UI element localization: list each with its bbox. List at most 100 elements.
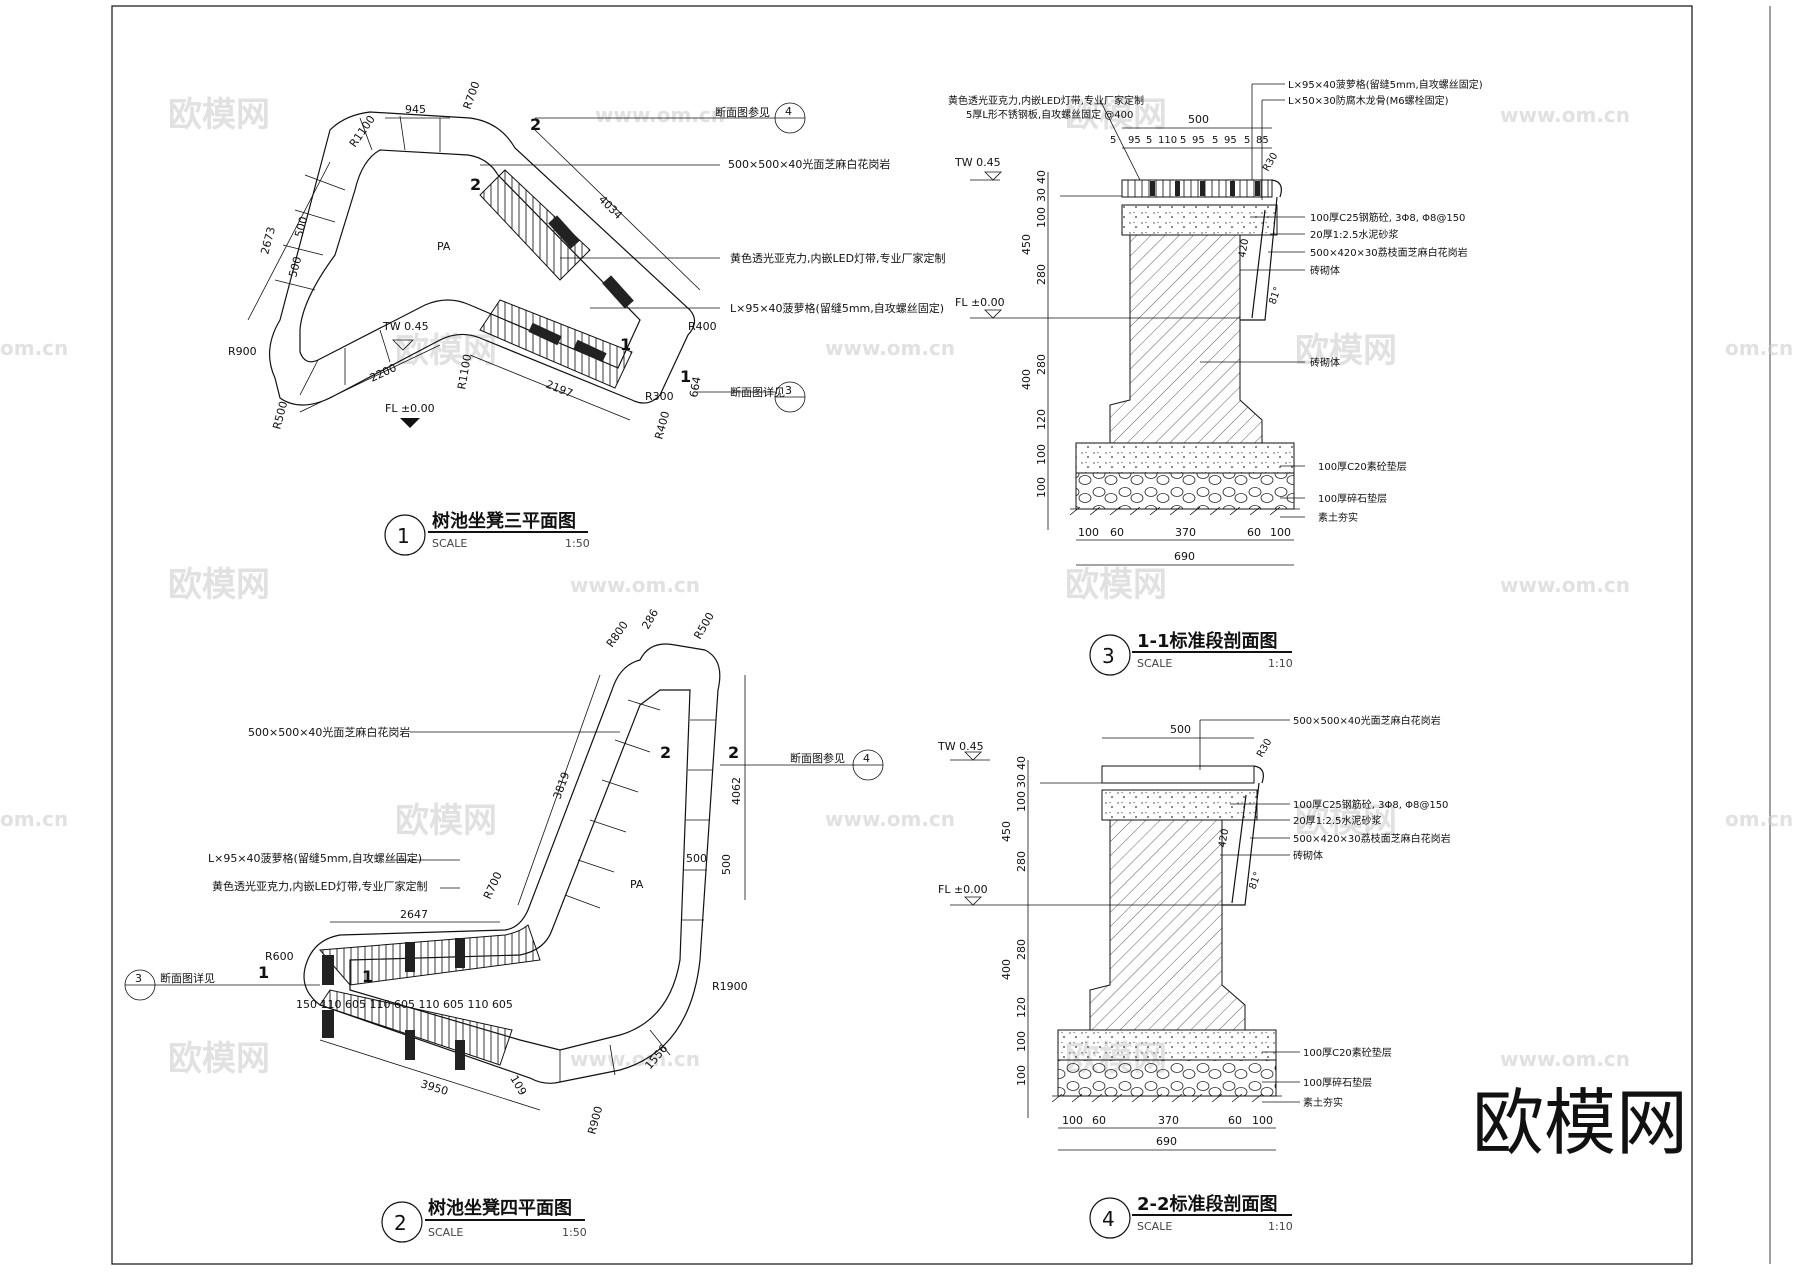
drawing-label: R700: [481, 870, 505, 901]
drawing-label: 81°: [1267, 286, 1283, 306]
drawing-label: R30: [1255, 737, 1274, 760]
drawing-label: R900: [228, 345, 257, 358]
drawing-label: 95: [1128, 135, 1141, 146]
drawing-label: 40: [1015, 756, 1028, 770]
drawing-label: R800: [604, 619, 631, 650]
drawing-label: R600: [265, 950, 294, 963]
plan1-led-strips: [528, 215, 634, 363]
drawing-label: 1: [680, 367, 691, 386]
s2-title-block: 4 2-2标准段剖面图 SCALE 1:10: [1089, 1193, 1293, 1239]
watermark-url: www.om.cn: [825, 807, 955, 831]
plan2-stone-joints: [559, 699, 716, 1082]
drawing-label: 100厚C20素砼垫层: [1303, 1046, 1392, 1059]
drawing-label: R1900: [712, 980, 748, 993]
drawing-label: 2: [660, 743, 671, 762]
drawing-label: 20厚1:2.5水泥砂浆: [1293, 814, 1381, 827]
drawing-label: 2647: [400, 908, 428, 921]
plan1-stone-joints: [274, 115, 441, 396]
s2-concrete-pad: [1057, 1029, 1277, 1061]
drawing-label: 100: [1015, 1065, 1028, 1086]
s2-title: 2-2标准段剖面图: [1137, 1193, 1278, 1215]
drawing-label: 100: [1015, 1031, 1028, 1052]
drawing-label: 100: [1035, 477, 1048, 498]
drawing-label: R900: [585, 1105, 605, 1136]
drawing-label: 500×500×40光面芝麻白花岗岩: [728, 157, 890, 171]
drawing-label: 500×500×40光面芝麻白花岗岩: [248, 725, 410, 739]
drawing-label: R30: [1261, 151, 1280, 174]
plan2-number: 2: [394, 1211, 407, 1235]
plan1-number: 1: [397, 524, 410, 548]
drawing-label: 30: [1035, 188, 1048, 202]
drawing-label: 3: [1102, 644, 1115, 668]
s2-tw-level: TW 0.45: [937, 740, 984, 753]
drawing-label: 100: [1252, 1114, 1273, 1127]
drawing-label: 280: [1015, 851, 1028, 872]
watermark-url: om.cn: [0, 336, 68, 360]
drawing-label: 2673: [258, 225, 278, 255]
drawing-label: 2: [470, 175, 481, 194]
s1-concrete-pad: [1075, 442, 1295, 474]
drawing-label: 30: [1015, 774, 1028, 788]
drawing-label: L×95×40菠萝格(留缝5mm,自攻螺丝固定): [1288, 78, 1483, 91]
plan1-section-marks: 2 2 1 1: [470, 115, 691, 386]
watermark-logo-text: 欧模网: [1295, 801, 1397, 841]
s1-total-width: 690: [1174, 550, 1195, 563]
drawing-label: SCALE: [432, 537, 467, 550]
s1-vertical-dims: 40 30 100 450 280 280 400 120 100 100: [1020, 170, 1048, 498]
s1-fl-level: FL ±0.00: [955, 296, 1005, 309]
s1-segment-dims: 5 95 5 110 5 95 5 95 5 85: [1110, 135, 1269, 146]
drawing-label: 100厚碎石垫层: [1303, 1076, 1372, 1089]
drawing-label: 120: [1035, 409, 1048, 430]
drawing-label: 100: [1035, 444, 1048, 465]
watermark-url: om.cn: [1725, 336, 1793, 360]
watermark-url: www.om.cn: [1500, 573, 1630, 597]
drawing-label: 5: [1146, 135, 1152, 146]
brand-watermark: 欧模网: [1472, 1081, 1688, 1165]
drawing-label: 5: [1244, 135, 1250, 146]
drawing-label: L×50×30防腐木龙骨(M6螺栓固定): [1288, 94, 1449, 107]
watermark-url: www.om.cn: [1500, 103, 1630, 127]
s1-concrete-cap: [1121, 204, 1278, 236]
drawing-label: 素土夯实: [1318, 511, 1358, 524]
s2-fl-level: FL ±0.00: [938, 883, 988, 896]
plan1-outer-outline: [269, 111, 696, 406]
s2-total-width: 690: [1156, 1135, 1177, 1148]
watermark-logo-text: 欧模网: [395, 801, 497, 841]
drawing-label: R1100: [347, 113, 378, 150]
s1-title-block: 3 1-1标准段剖面图 SCALE 1:10: [1089, 630, 1293, 676]
plan2-title: 树池坐凳四平面图: [428, 1197, 572, 1219]
watermark-url: www.om.cn: [570, 573, 700, 597]
drawing-label: 1: [258, 963, 269, 982]
s1-bottom-dims: 100 60 370 60 100: [1078, 526, 1291, 539]
drawing-label: 280: [1035, 264, 1048, 285]
drawing-label: 4034: [596, 193, 625, 222]
plan2-notes: 500×500×40光面芝麻白花岗岩 断面图参见 4 L×95×40菠萝格(留缝…: [124, 725, 884, 1001]
drawing-label: L×95×40菠萝格(留缝5mm,自攻螺丝固定): [730, 301, 944, 315]
drawing-label: 4062: [730, 777, 743, 805]
drawing-label: 100: [1078, 526, 1099, 539]
plan2-title-block: 2 树池坐凳四平面图 SCALE 1:50: [381, 1197, 587, 1243]
drawing-label: 砖砌体: [1310, 264, 1340, 277]
drawing-label: 40: [1035, 170, 1048, 184]
watermark-logo-text: 欧模网: [1065, 565, 1167, 605]
section-1-1: TW 0.45 FL ±0.00 40 30 100 450 280 280 4…: [948, 78, 1483, 676]
drawing-label: R300: [645, 390, 674, 403]
plan1-fl-level: FL ±0.00: [385, 402, 435, 415]
drawing-label: L×95×40菠萝格(留缝5mm,自攻螺丝固定): [208, 851, 422, 865]
s2-stone-cap: [1101, 765, 1255, 784]
drawing-label: 450: [1020, 234, 1033, 255]
drawing-label: 2197: [544, 378, 575, 401]
plan2-outer-outline: [303, 643, 721, 1084]
drawing-label: R400: [688, 320, 717, 333]
drawing-label: 3: [785, 384, 792, 397]
watermark-logo-text: 欧模网: [168, 565, 270, 605]
s1-top-notes: L×95×40菠萝格(留缝5mm,自攻螺丝固定) L×50×30防腐木龙骨(M6…: [948, 78, 1483, 200]
drawing-label: 2200: [368, 361, 399, 385]
drawing-label: 100厚碎石垫层: [1318, 492, 1387, 505]
drawing-label: 3950: [419, 1077, 450, 1098]
s1-tw-level: TW 0.45: [954, 156, 1001, 169]
drawing-label: 素土夯实: [1303, 1096, 1343, 1109]
plan1-wood-slats: [479, 169, 591, 281]
plan1-inner-outline: [299, 149, 641, 369]
drawing-label: 500×420×30荔枝面芝麻白花岗岩: [1293, 832, 1451, 845]
